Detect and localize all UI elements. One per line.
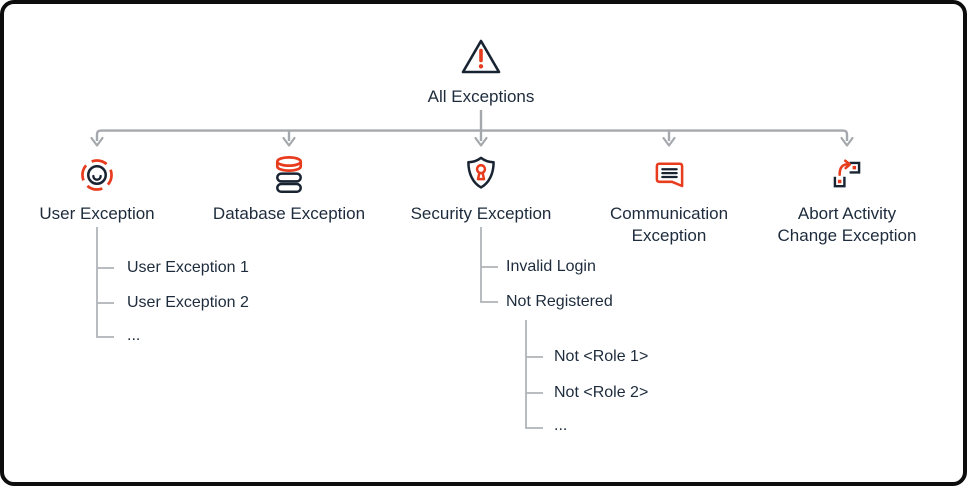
node-label-communication-exception: Communication Exception [609,204,729,245]
arrowhead-abort [840,136,854,147]
leaf-not-role-1: Not <Role 1> [554,348,649,365]
node-label-security-exception: Security Exception [410,204,552,223]
leaf-not-registered: Not Registered [506,293,613,310]
node-label-all-exceptions: All Exceptions [427,87,535,106]
user-exception-icon [77,150,117,200]
warning-triangle-icon [459,36,503,78]
node-label-user-exception: User Exception [39,204,155,223]
node-all-exceptions: All Exceptions [396,36,566,108]
arrowhead-security [474,136,488,147]
user-subtree-lines [96,227,114,338]
leaf-invalid-login: Invalid Login [506,258,596,275]
node-security-exception: Security Exception [396,150,566,225]
arrowheads [90,136,854,147]
arrowhead-communication [662,136,676,147]
database-icon [271,150,307,200]
shield-keyhole-icon [463,150,499,200]
node-communication-exception: Communication Exception [594,150,744,247]
node-label-database-exception: Database Exception [212,204,366,223]
node-abort-activity-change-exception: Abort Activity Change Exception [772,150,922,247]
leaf-user-exception-2: User Exception 2 [127,294,249,311]
security-subtree-lines [480,227,498,303]
node-user-exception: User Exception [12,150,182,225]
arrowhead-database [282,136,296,147]
abort-activity-icon [828,150,866,200]
leaf-not-role-2: Not <Role 2> [554,384,649,401]
leaf-user-exception-ellipsis: ... [127,327,141,344]
leaf-user-exception-1: User Exception 1 [127,259,249,276]
leaf-not-role-ellipsis: ... [554,417,568,434]
arrowhead-user [90,136,104,147]
horizontal-rail-line [95,129,849,141]
speech-bubble-icon [651,150,688,200]
node-label-abort-activity-change-exception: Abort Activity Change Exception [777,204,917,245]
not-registered-subtree-lines [525,320,543,429]
node-database-exception: Database Exception [204,150,374,225]
